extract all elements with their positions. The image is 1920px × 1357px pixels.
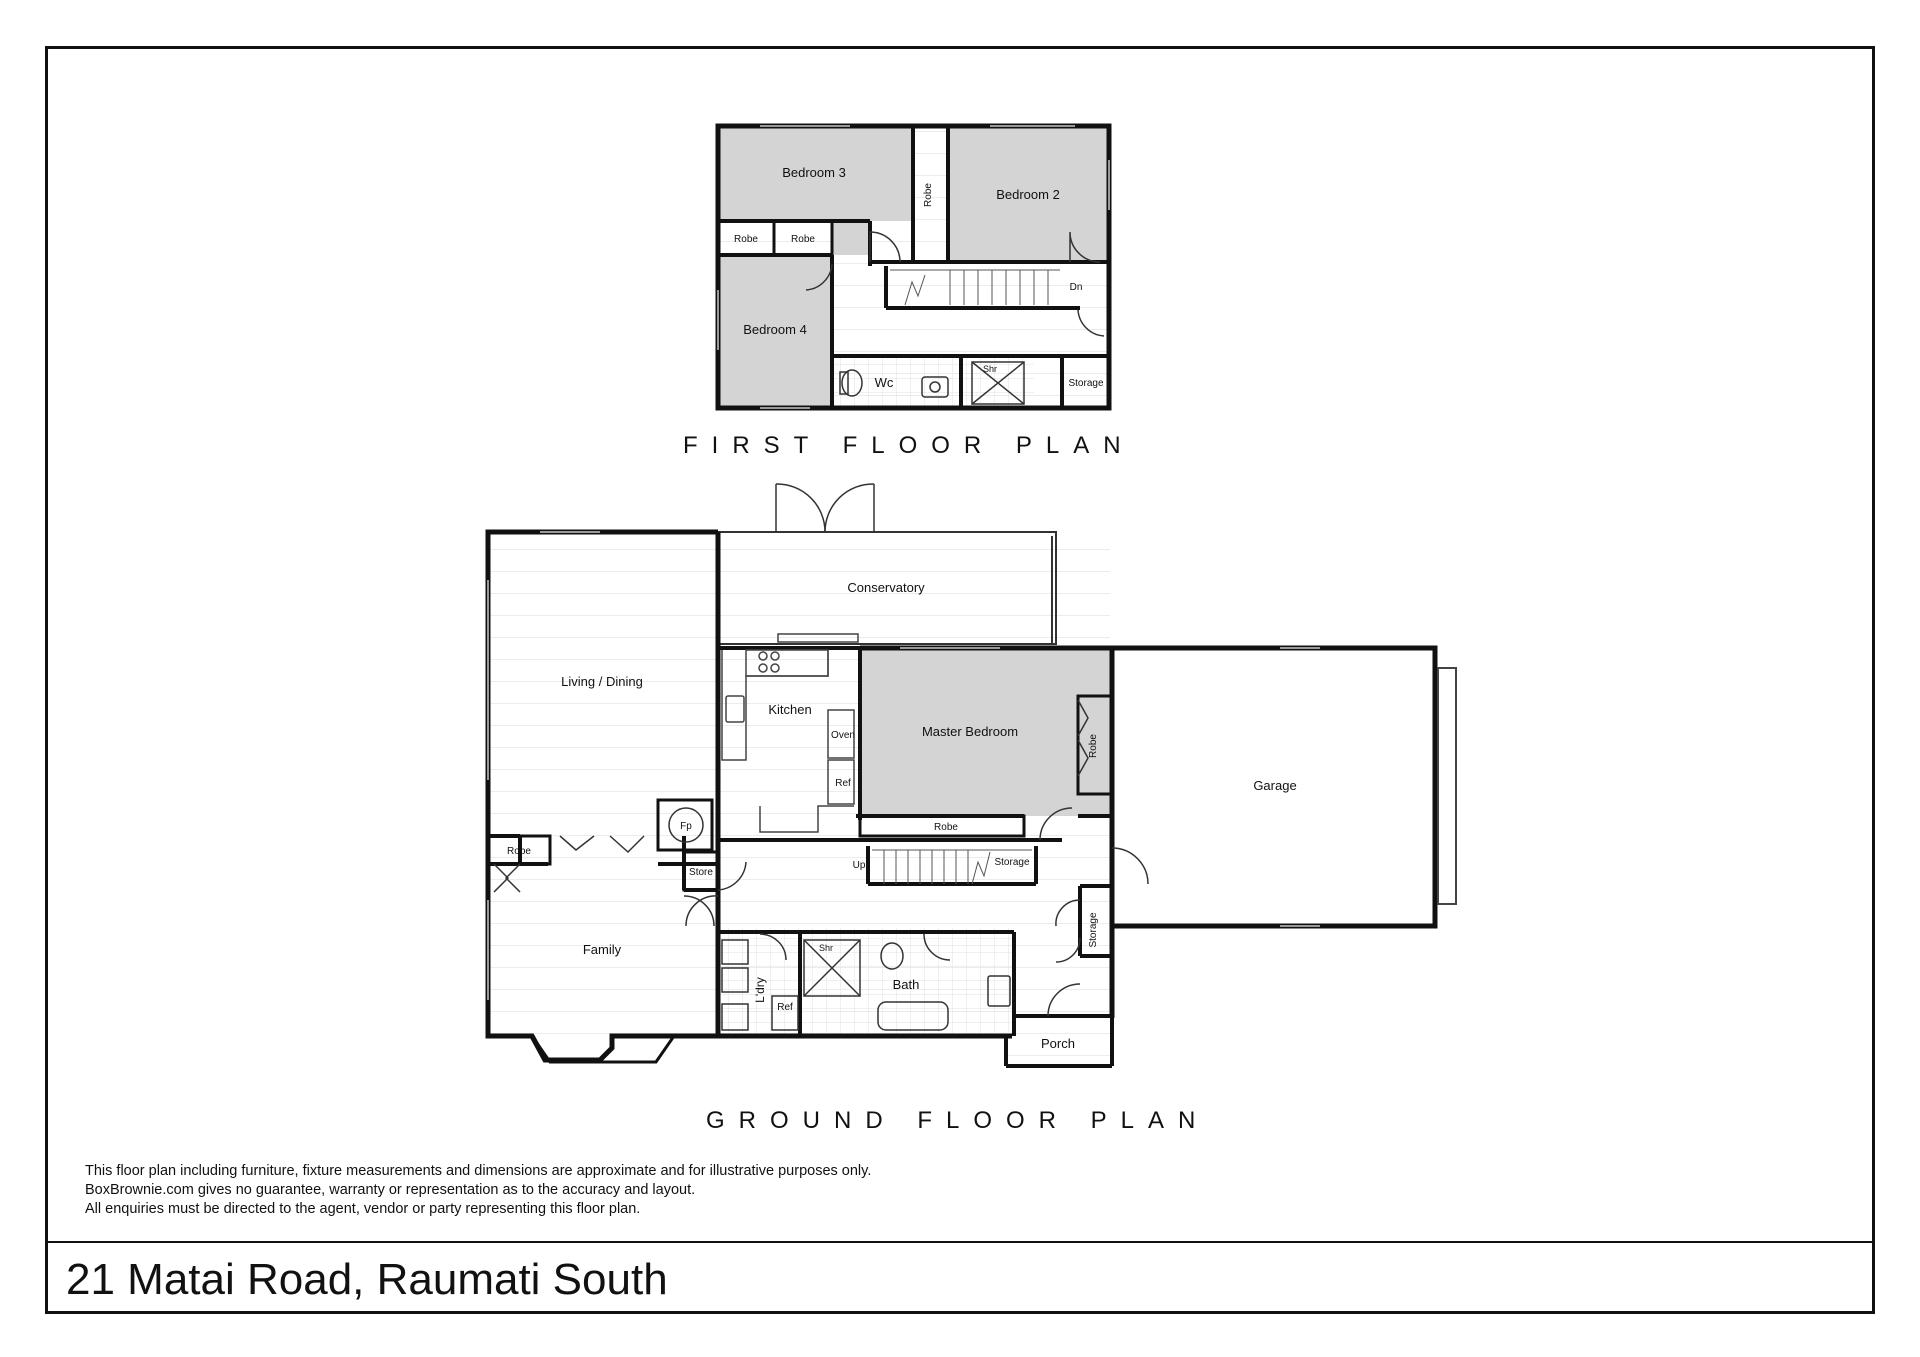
page-frame xyxy=(45,46,1875,1314)
shower-label-upper: Shr xyxy=(983,364,997,374)
footer-divider xyxy=(45,1241,1875,1243)
first-floor-plan-title: FIRST FLOOR PLAN xyxy=(683,432,1135,459)
first-floor-plan: Bedroom 3 Bedroom 2 Robe Robe Robe Bedro… xyxy=(715,123,1112,411)
ref-laundry-label: Ref xyxy=(777,1002,793,1013)
disclaimer-line: This floor plan including furniture, fix… xyxy=(85,1163,872,1179)
kitchen-label: Kitchen xyxy=(768,702,811,717)
disclaimer-line: All enquiries must be directed to the ag… xyxy=(85,1201,641,1217)
laundry-label: L'dry xyxy=(753,977,767,1003)
bedroom-3-label: Bedroom 3 xyxy=(782,165,846,180)
storage-hall-label: Storage xyxy=(1088,912,1099,947)
robe-master-bottom-label: Robe xyxy=(934,822,958,833)
shower-label-ground: Shr xyxy=(819,943,833,953)
disclaimer-text: This floor plan including furniture, fix… xyxy=(85,1162,871,1219)
master-bedroom-room xyxy=(860,648,1110,816)
store-label: Store xyxy=(689,867,713,878)
family-label: Family xyxy=(583,942,622,957)
storage-stairs-label: Storage xyxy=(994,857,1029,868)
robe-master-side-label: Robe xyxy=(1088,734,1099,758)
storage-label-upper: Storage xyxy=(1068,378,1103,389)
living-dining-label: Living / Dining xyxy=(561,674,643,689)
property-address: 21 Matai Road, Raumati South xyxy=(66,1255,668,1304)
bedroom-4-label: Bedroom 4 xyxy=(743,322,807,337)
disclaimer-line: BoxBrownie.com gives no guarantee, warra… xyxy=(85,1182,696,1198)
stairs-down-label: Dn xyxy=(1070,282,1083,293)
oven-label: Oven xyxy=(831,730,855,741)
robe-family-label: Robe xyxy=(507,846,531,857)
bath-label: Bath xyxy=(893,977,920,992)
bedroom-2-room xyxy=(948,126,1109,262)
porch-label: Porch xyxy=(1041,1036,1075,1051)
robe-vertical-label: Robe xyxy=(923,183,934,207)
robe-left-label: Robe xyxy=(734,234,758,245)
ground-floor-plan: Conservatory Living / Dining Kitchen Ove… xyxy=(485,483,1457,1068)
robe-right-label: Robe xyxy=(791,234,815,245)
bedroom-2-label: Bedroom 2 xyxy=(996,187,1060,202)
ground-floor-plan-title: GROUND FLOOR PLAN xyxy=(706,1107,1210,1134)
ref-kitchen-label: Ref xyxy=(835,778,851,789)
conservatory-label: Conservatory xyxy=(847,580,925,595)
bedroom-3-room xyxy=(718,126,913,221)
wc-label: Wc xyxy=(875,375,894,390)
master-bedroom-label: Master Bedroom xyxy=(922,724,1018,739)
fireplace-label: Fp xyxy=(680,821,692,832)
garage-label: Garage xyxy=(1253,778,1296,793)
stairs-up-label: Up xyxy=(853,860,866,871)
bedroom-4-room xyxy=(718,255,832,408)
